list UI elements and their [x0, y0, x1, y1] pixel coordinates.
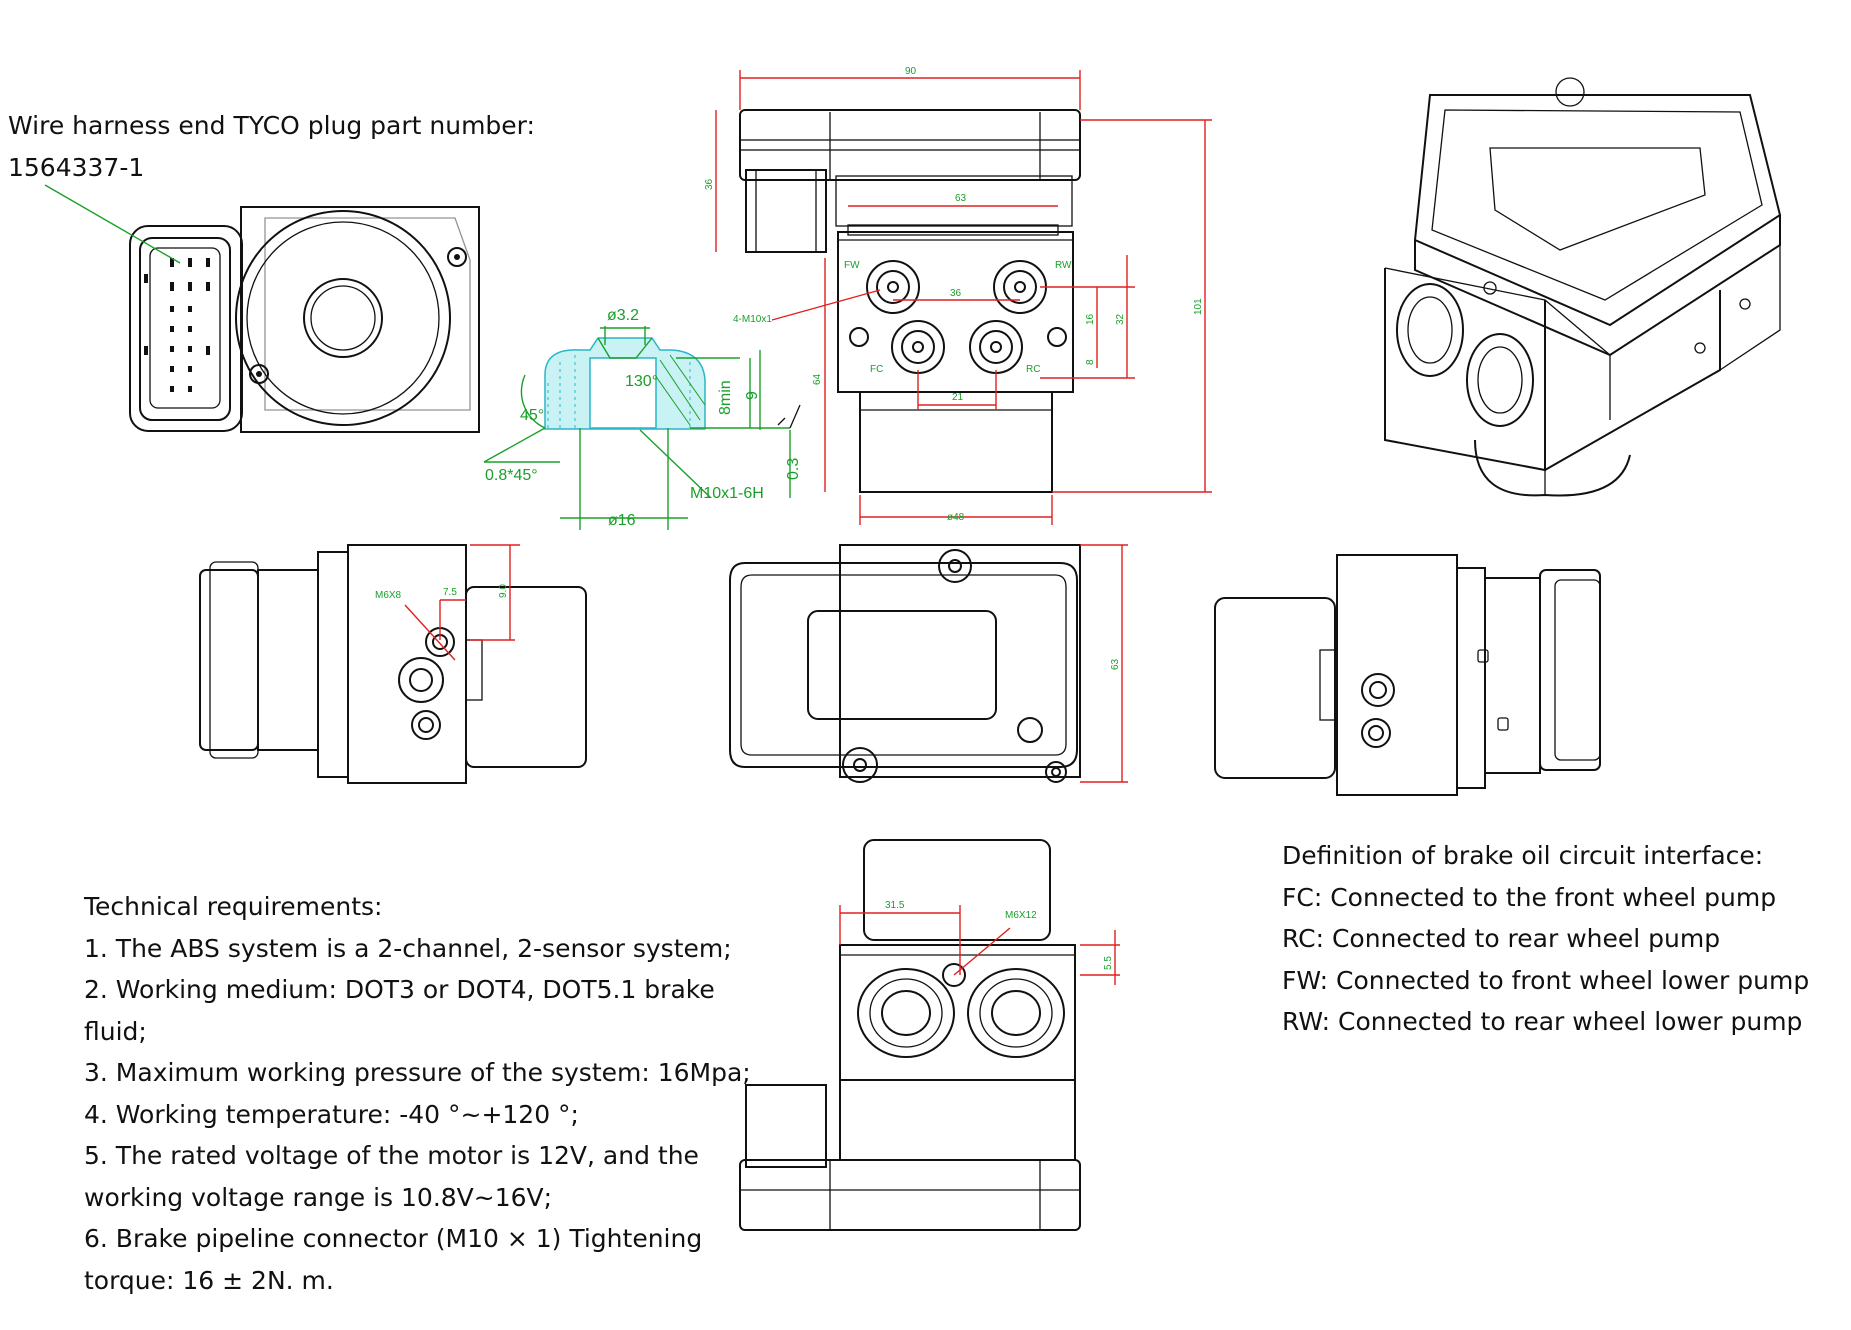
front-cover-view — [729, 544, 1128, 783]
dim-w36: 36 — [950, 288, 962, 299]
dim-thread: M10x1-6H — [690, 485, 764, 502]
brake-heading: Definition of brake oil circuit interfac… — [1282, 841, 1764, 870]
tech-line: 4. Working temperature: -40 °~+120 °; — [84, 1099, 579, 1129]
dim-d16: ø16 — [608, 512, 636, 529]
left-side-view — [199, 544, 587, 784]
dim-d32: ø3.2 — [607, 307, 639, 324]
tech-line: 6. Brake pipeline connector (M10 × 1) Ti… — [84, 1224, 703, 1253]
dim-m6b: M6X12 — [1005, 910, 1037, 921]
tech-line: 5. The rated voltage of the motor is 12V… — [84, 1141, 699, 1170]
tech-heading: Technical requirements: — [84, 892, 383, 921]
dim-w90: 90 — [905, 66, 917, 77]
dim-v16: 16 — [1085, 313, 1096, 325]
dim-r03: 0.3 — [785, 458, 802, 480]
harness-note: Wire harness end TYCO plug part number: … — [8, 105, 535, 188]
dim-m6: M6X8 — [375, 590, 402, 601]
port-label-fc: FC — [870, 364, 883, 375]
technical-requirements: Technical requirements: 1. The ABS syste… — [84, 886, 751, 1301]
dim-a30: 130° — [625, 373, 658, 390]
top-view-ports — [849, 260, 1067, 374]
tech-line: fluid; — [84, 1016, 147, 1046]
dim-nine: 9 — [744, 391, 761, 400]
port-label-fw: FW — [844, 260, 860, 271]
connector-plug-view — [44, 184, 480, 433]
dim-d75: 7.5 — [443, 587, 457, 598]
dim-d90: 9.0 — [498, 584, 509, 598]
tech-line: working voltage range is 10.8V~16V; — [84, 1182, 553, 1212]
plug-leader-line — [44, 184, 181, 264]
dim-d55: 5.5 — [1103, 956, 1114, 970]
tech-line: torque: 16 ± 2N. m. — [84, 1265, 334, 1295]
dim-chamfer: 0.8*45° — [485, 467, 538, 484]
brake-line: FW: Connected to front wheel lower pump — [1282, 965, 1810, 995]
dim-v64: 64 — [812, 373, 823, 385]
isometric-view — [1384, 77, 1782, 497]
tech-line: 1. The ABS system is a 2-channel, 2-sens… — [84, 933, 732, 963]
dim-d63: 63 — [1110, 658, 1121, 670]
brake-circuit-definition: Definition of brake oil circuit interfac… — [1282, 835, 1809, 1043]
dim-a45: 45° — [520, 407, 544, 424]
tech-line: 3. Maximum working pressure of the syste… — [84, 1058, 751, 1087]
tech-line: 2. Working medium: DOT3 or DOT4, DOT5.1 … — [84, 975, 715, 1004]
port-label-rc: RC — [1026, 364, 1040, 375]
brake-line: RW: Connected to rear wheel lower pump — [1282, 1007, 1803, 1036]
dim-d315: 31.5 — [885, 900, 905, 911]
connector-pins — [144, 258, 210, 392]
dim-d48: ø48 — [947, 512, 965, 523]
dim-v8: 8 — [1085, 359, 1096, 365]
dim-w63: 63 — [955, 193, 967, 204]
dim-m10: 4-M10x1 — [733, 314, 772, 325]
dim-v32: 32 — [1115, 313, 1126, 325]
dim-h101: 101 — [1193, 298, 1204, 315]
port-label-rw: RW — [1055, 260, 1072, 271]
harness-line-1: Wire harness end TYCO plug part number: — [8, 111, 535, 140]
right-side-view — [1214, 554, 1601, 796]
harness-line-2: 1564337-1 — [8, 152, 145, 182]
dim-min8: 8min — [717, 380, 734, 415]
dimension-labels: ø3.2 130° 45° 0.8*45° 8min 9 0.3 M10x1-6… — [375, 66, 1204, 970]
bottom-view — [739, 839, 1120, 1231]
brake-line: FC: Connected to the front wheel pump — [1282, 882, 1777, 912]
port-section-detail — [483, 326, 801, 530]
top-view-housing — [715, 70, 1212, 525]
brake-line: RC: Connected to rear wheel pump — [1282, 924, 1721, 953]
dim-h36: 36 — [704, 178, 715, 190]
dim-w21: 21 — [952, 392, 964, 403]
